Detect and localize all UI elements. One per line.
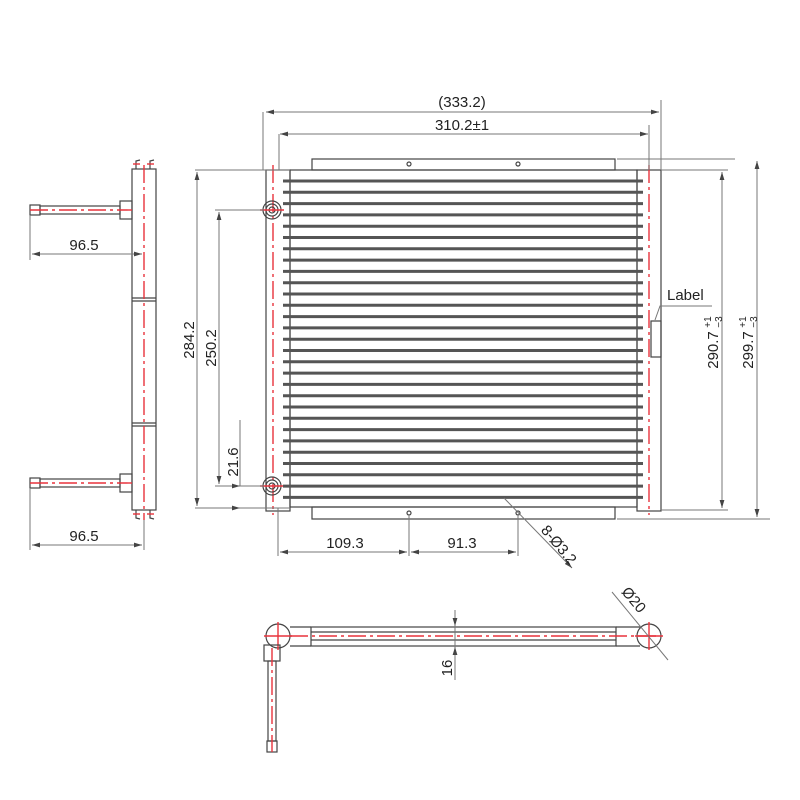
label-leader bbox=[654, 305, 712, 321]
mount-hole bbox=[406, 510, 412, 516]
label-callout: Label bbox=[667, 287, 704, 304]
dim-holes: 8-Ø3.2 bbox=[537, 522, 580, 568]
tol-right-outer-lower: −3 bbox=[749, 316, 760, 328]
mount-hole bbox=[515, 510, 521, 516]
dim-height-right-inner: 290.7 bbox=[705, 331, 722, 369]
dim-port-offset: 21.6 bbox=[225, 447, 242, 476]
tol-right-outer-upper: +1 bbox=[738, 316, 749, 328]
dim-core-thickness: 16 bbox=[439, 660, 456, 677]
dim-core-width: 310.2±1 bbox=[435, 117, 489, 134]
left-header-circle-icon bbox=[264, 622, 292, 650]
side-view: 96.5 96.5 bbox=[29, 159, 157, 550]
right-header-circle-icon bbox=[635, 622, 663, 650]
tol-right-inner-lower: −3 bbox=[714, 316, 725, 328]
dim-hole-pos-1: 109.3 bbox=[326, 535, 364, 552]
label-plate bbox=[650, 320, 662, 358]
dim-lower-pipe: 96.5 bbox=[69, 528, 98, 545]
mount-hole bbox=[515, 161, 521, 167]
dim-height-left-outer: 284.2 bbox=[181, 321, 198, 359]
dim-hole-pos-2: 91.3 bbox=[447, 535, 476, 552]
dim-height-right-outer: 299.7 bbox=[740, 331, 757, 369]
dim-upper-pipe: 96.5 bbox=[69, 237, 98, 254]
mount-hole bbox=[406, 161, 412, 167]
dim-overall-width: (333.2) bbox=[438, 94, 486, 111]
tol-right-inner-upper: +1 bbox=[703, 316, 714, 328]
top-view: Ø20 16 bbox=[263, 584, 669, 753]
front-view: Label (333.2) 310.2±1 284.2 250.2 21.6 1… bbox=[181, 94, 770, 569]
dim-height-left-inner: 250.2 bbox=[203, 329, 220, 367]
dim-header-diameter: Ø20 bbox=[618, 584, 649, 617]
top-mounting-plate bbox=[311, 158, 616, 171]
tube-array bbox=[283, 179, 643, 499]
bottom-mounting-plate bbox=[311, 506, 616, 520]
